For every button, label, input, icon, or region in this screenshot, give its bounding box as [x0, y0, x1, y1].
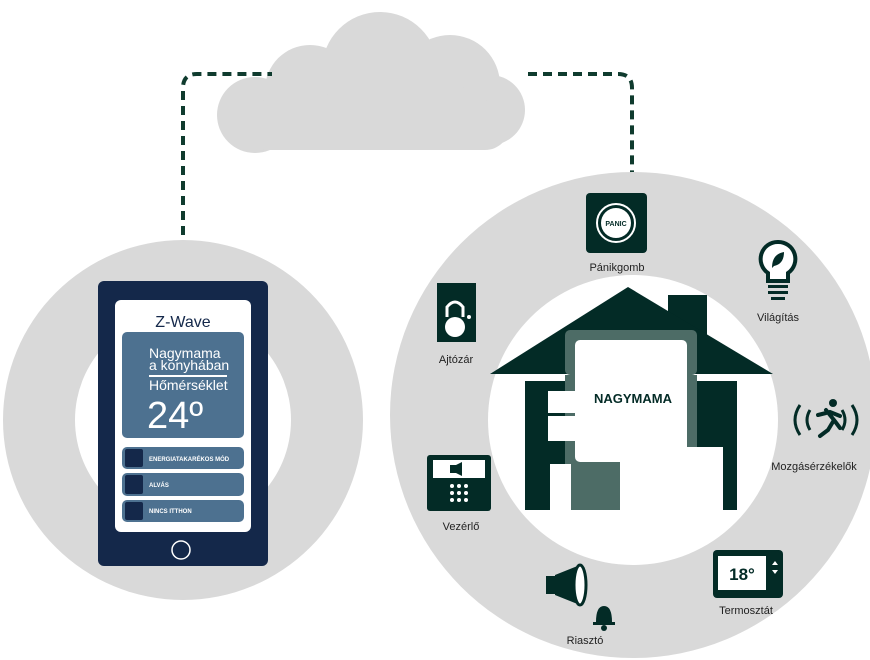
light-bulb-device[interactable]: Világítás	[757, 239, 799, 324]
panic-button-device[interactable]: PANIC Pánikgomb	[586, 193, 647, 274]
smartphone: Z-Wave Nagymama a konyhában Hőmérséklet …	[98, 281, 268, 566]
house-icon: NAGYMAMA	[490, 287, 773, 510]
house-label: NAGYMAMA	[594, 391, 673, 406]
alarm-siren-device[interactable]: Riasztó	[546, 563, 615, 647]
controller-label: Vezérlő	[443, 521, 480, 533]
light-label: Világítás	[757, 312, 799, 324]
mode-button-sleep[interactable]: ALVÁS	[122, 473, 244, 496]
motion-label: Mozgásérzékelők	[771, 461, 857, 473]
status-panel	[122, 332, 244, 438]
alarm-label: Riasztó	[567, 635, 604, 647]
cloud-icon	[217, 12, 525, 153]
motion-sensor-device[interactable]: Mozgásérzékelők	[771, 399, 859, 473]
door-lock-device[interactable]: Ajtózár	[437, 283, 476, 366]
temp-label: Hőmérséklet	[149, 377, 228, 393]
panic-label: Pánikgomb	[589, 262, 644, 274]
thermostat-display: 18°	[729, 565, 755, 584]
app-title: Z-Wave	[155, 314, 211, 331]
svg-text:ENERGIATAKARÉKOS MÓD: ENERGIATAKARÉKOS MÓD	[149, 455, 230, 463]
svg-text:ALVÁS: ALVÁS	[149, 482, 169, 489]
thermostat-device[interactable]: 18° Termosztát	[713, 550, 783, 617]
mode-button-away[interactable]: NINCS ITTHON	[122, 500, 244, 522]
panic-text: PANIC	[605, 221, 626, 228]
status-line-2: a konyhában	[149, 357, 229, 373]
temp-value: 24º	[147, 395, 203, 437]
connection-line-right	[528, 72, 634, 195]
lock-label: Ajtózár	[439, 354, 474, 366]
svg-text:NINCS ITTHON: NINCS ITTHON	[149, 509, 192, 515]
status-line-1: Nagymama	[149, 345, 221, 361]
connection-line-left	[181, 72, 272, 235]
controller-device[interactable]: Vezérlő	[427, 455, 491, 533]
thermostat-label: Termosztát	[719, 605, 773, 617]
mode-button-energy[interactable]: ENERGIATAKARÉKOS MÓD	[122, 447, 244, 469]
home-button[interactable]	[171, 540, 191, 560]
